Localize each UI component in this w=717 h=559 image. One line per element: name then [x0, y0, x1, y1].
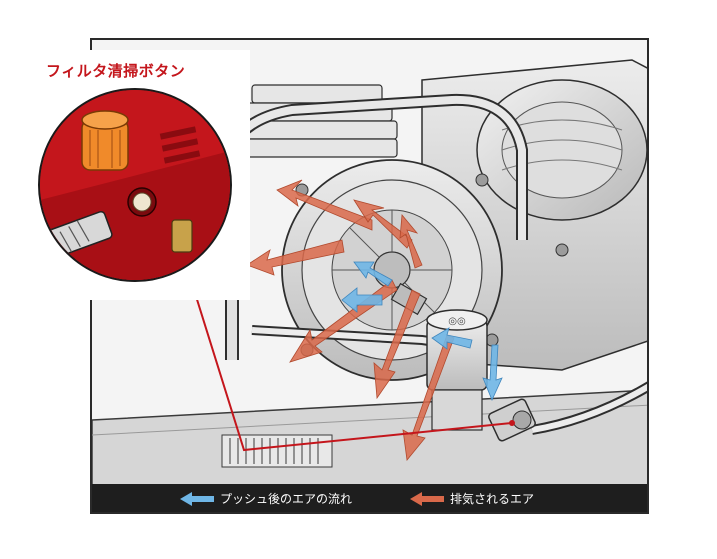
orange-arrow-icon	[410, 491, 444, 506]
legend-bar: プッシュ後のエアの流れ 排気されるエア	[92, 484, 647, 512]
illustration-frame: ◎◎	[90, 38, 649, 514]
legend-item-exhaust: 排気されるエア	[410, 490, 534, 507]
filter-button-zoom-inset	[38, 88, 232, 282]
legend-item-push-airflow: プッシュ後のエアの流れ	[180, 490, 352, 507]
orange-cap	[81, 110, 129, 171]
inset-illustration	[40, 90, 230, 280]
legend-label-exhaust: 排気されるエア	[450, 492, 535, 506]
vent-grille	[221, 434, 333, 468]
svg-text:◎◎: ◎◎	[448, 316, 465, 327]
callout-title: フィルタ清掃ボタン	[46, 62, 186, 80]
blue-arrow-icon	[180, 491, 214, 506]
filter-clean-button	[127, 187, 157, 217]
legend-label-push-airflow: プッシュ後のエアの流れ	[220, 492, 353, 506]
